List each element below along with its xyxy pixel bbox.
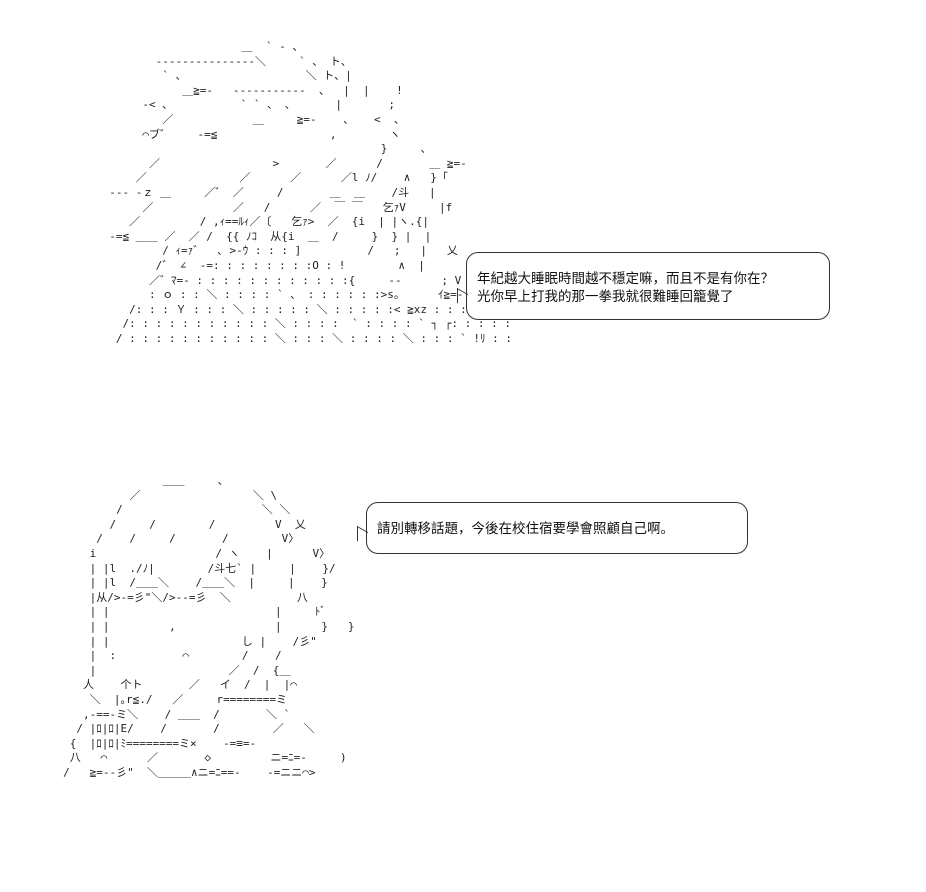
- ascii-art-character-top: ＿ ` ‐ 、 ‐‐‐‐‐‐‐‐‐‐‐‐‐‐‐＼ ` 、 ト、 ` 、 ＼ ト、…: [109, 40, 516, 345]
- ascii-art-character-bottom: ＿＿ 、 ／ ＼ \ / ＼ ＼ / / / V 乂 / / / / V〉 i …: [63, 474, 355, 779]
- speech-bubble-top: 年紀越大睡眠時間越不穩定嘛，而且不是有你在？ 光你早上打我的那一拳我就很難睡回籠…: [457, 252, 830, 320]
- dialogue-line: 年紀越大睡眠時間越不穩定嘛，而且不是有你在？: [477, 271, 774, 287]
- dialogue-line: 光你早上打我的那一拳我就很難睡回籠覺了: [477, 289, 734, 305]
- dialogue-line: 請別轉移話題，今後在校住宿要學會照顧自己啊。: [377, 521, 674, 537]
- speech-bubble-bottom: 請別轉移話題，今後在校住宿要學會照顧自己啊。: [357, 502, 748, 554]
